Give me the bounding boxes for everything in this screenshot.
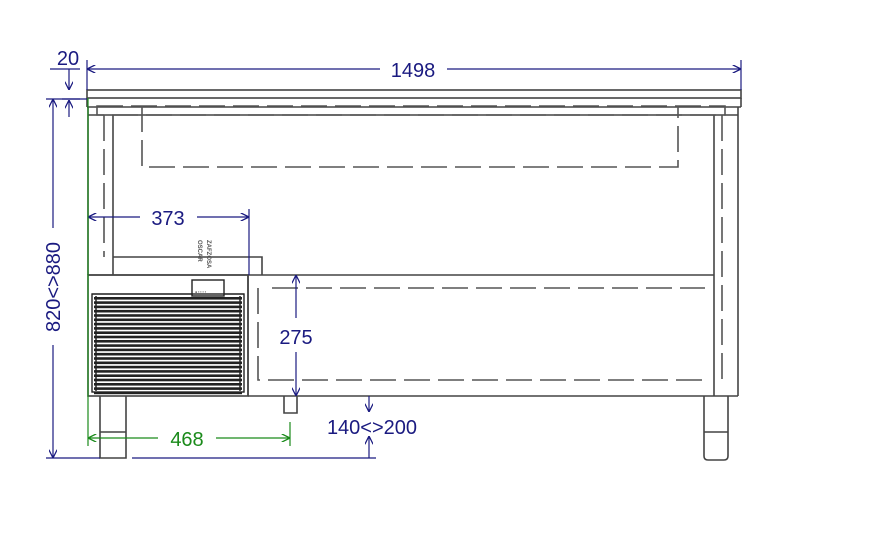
leg-right — [703, 396, 729, 461]
brand-label-line2: ZAFZOSA — [205, 240, 211, 269]
grille-slat — [94, 335, 242, 339]
dimension-overall-width — [86, 60, 742, 90]
grille-slat — [94, 322, 242, 326]
grille-slat — [94, 357, 242, 360]
grille-slat — [94, 314, 242, 317]
grille-slat — [94, 318, 242, 322]
grille-slat — [94, 370, 242, 373]
leg-left — [99, 396, 127, 459]
brand-label: OSCAR ZAFZOSA — [196, 240, 211, 269]
grille-slat — [94, 305, 242, 309]
grille-slat — [94, 387, 242, 390]
legs — [99, 396, 729, 461]
grille-slat — [94, 391, 242, 395]
grille-slat — [94, 365, 242, 369]
drain-foot — [283, 396, 298, 414]
dimension-leg-offset-label: 140<>200 — [327, 417, 417, 439]
dimension-compressor-depth — [88, 209, 250, 275]
dimension-height-range — [46, 98, 100, 459]
grille-slat — [94, 374, 242, 377]
grille-slat — [94, 348, 242, 352]
dimension-leg-offset — [132, 396, 376, 459]
control-panel — [191, 279, 225, 297]
grille-slat — [94, 361, 242, 365]
ventilation-grille — [94, 296, 242, 395]
brand-label-line1: OSCAR — [196, 240, 202, 262]
grille-slat — [94, 344, 242, 347]
grille-slat — [94, 383, 242, 386]
dimension-unit-width-label: 468 — [170, 429, 203, 451]
svg-text:● ▪ ▪ ▪ ▪: ● ▪ ▪ ▪ ▪ — [195, 290, 206, 294]
grille-slat — [94, 327, 242, 330]
compressor-unit: ● ▪ ▪ ▪ ▪ — [87, 274, 249, 397]
inner-tank-top — [96, 105, 726, 116]
dimension-compressor-depth-label: 373 — [151, 208, 184, 230]
lower-compartment-outline — [257, 288, 705, 381]
grille-slat — [94, 297, 242, 300]
grille-slat — [94, 301, 242, 304]
grille-slat — [94, 331, 242, 334]
dimension-top-thickness — [50, 68, 87, 117]
grille-slat — [94, 352, 242, 356]
dimension-height-range-label: 820<>880 — [43, 242, 65, 332]
dimension-overall-width-label: 1498 — [391, 60, 436, 82]
dimension-shelf-height-label: 275 — [279, 327, 312, 349]
worktop — [86, 89, 742, 99]
dimension-unit-width — [87, 98, 291, 446]
inner-tank-outline — [141, 106, 679, 168]
grille-slat — [94, 309, 242, 313]
hidden-lines — [96, 105, 726, 381]
grille-slat — [94, 378, 242, 382]
dimension-top-thickness-label: 20 — [57, 48, 79, 70]
grille-slat — [94, 340, 242, 343]
